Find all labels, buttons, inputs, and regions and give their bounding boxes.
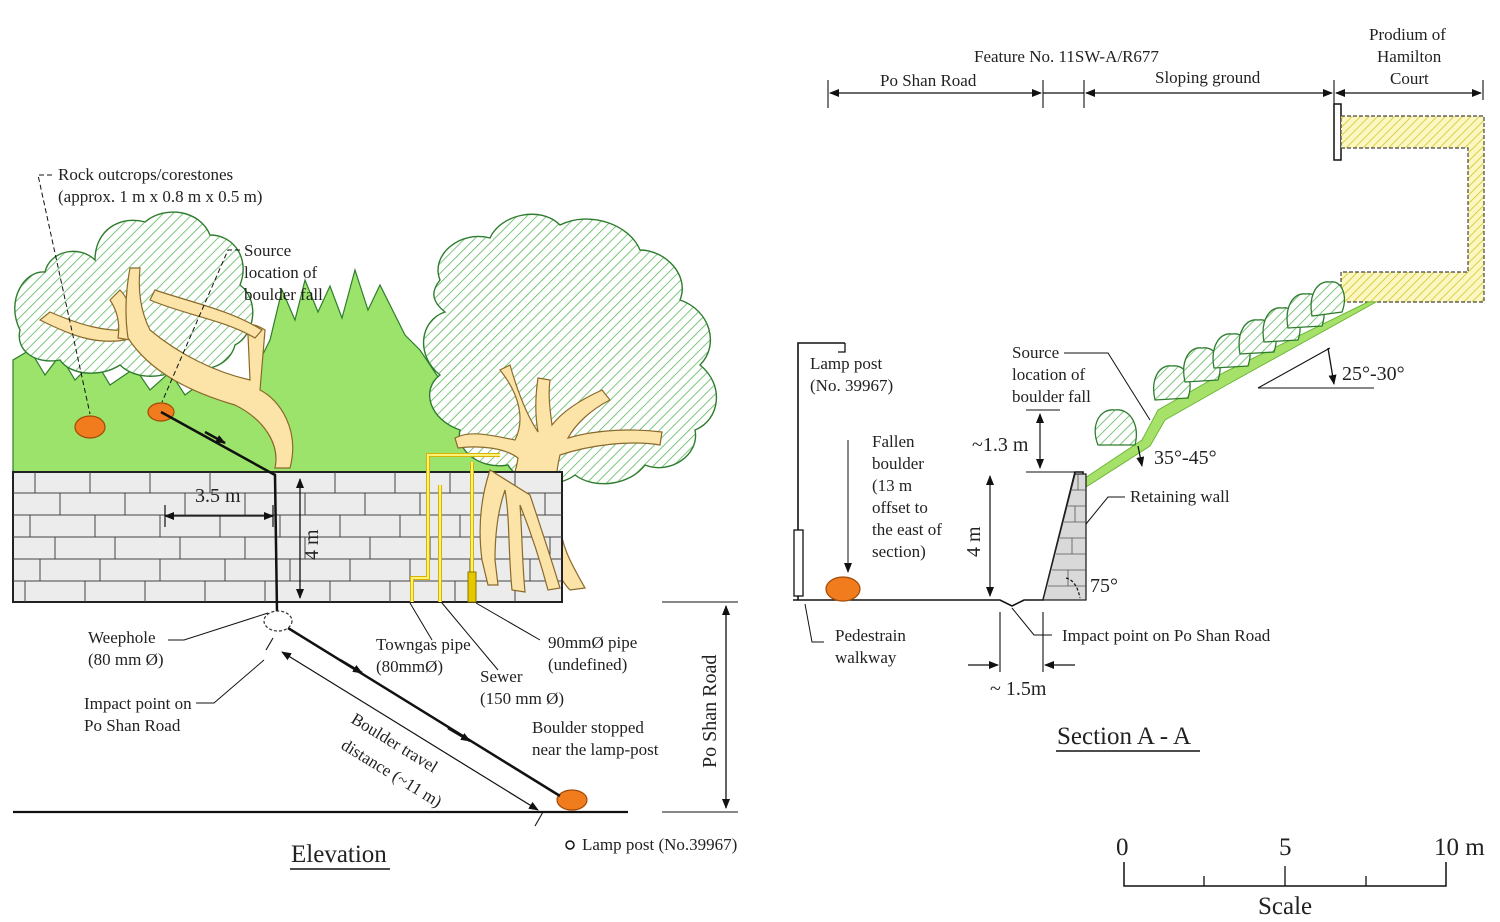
pedestrian-label-1: Pedestrain	[835, 626, 906, 645]
dim-4m-section-label: 4 m	[963, 526, 985, 557]
tree-branches-left	[38, 267, 294, 469]
angle-35-45-label: 35°-45°	[1154, 447, 1217, 469]
wall-section-blocks	[1048, 474, 1086, 587]
podium-label-1: Prodium of	[1369, 25, 1446, 44]
impact-label-2: Po Shan Road	[84, 716, 181, 735]
boulder-stopped-label-1: Boulder stopped	[532, 718, 644, 737]
angle-75-label: 75°	[1090, 575, 1118, 597]
boulder-path-arrow-3	[447, 726, 471, 743]
lamp-post-label-1: Lamp post	[810, 354, 883, 373]
section-source-label-2: location of	[1012, 365, 1086, 384]
feature-no-label: Feature No. 11SW-A/R677	[974, 47, 1159, 66]
angle-75-arc	[1065, 577, 1081, 599]
dim-3-5-label: 3.5 m	[195, 485, 241, 507]
towngas-label-2: (80mmØ)	[376, 657, 443, 676]
scale-bar: 0 5 10 m Scale	[1116, 834, 1485, 920]
pedestrian-label-2: walkway	[835, 648, 897, 667]
fallen-boulder-label-6: section)	[872, 542, 926, 561]
sewer-label-2: (150 mm Ø)	[480, 689, 564, 708]
pipe90-label-2: (undefined)	[548, 655, 627, 674]
dim-1-3-label: ~1.3 m	[972, 434, 1029, 456]
rock-outcrop-label-2: (approx. 1 m x 0.8 m x 0.5 m)	[58, 187, 262, 206]
scale-label: Scale	[1258, 893, 1312, 920]
angle-35-45-arc	[1136, 445, 1145, 467]
sewer-label-1: Sewer	[480, 667, 523, 686]
retaining-wall-section	[1042, 473, 1087, 601]
towngas-label-1: Towngas pipe	[376, 635, 471, 654]
section-impact-label: Impact point on Po Shan Road	[1062, 626, 1271, 645]
elevation-title: Elevation	[291, 841, 387, 868]
leader-lines-section	[804, 352, 1151, 643]
lamp-post-label-2: (No. 39967)	[810, 376, 893, 395]
utility-pipes	[410, 453, 500, 603]
road-label-vertical: Po Shan Road	[699, 655, 721, 768]
rock-outcrop	[74, 415, 106, 439]
leader-lines-elevation	[37, 174, 541, 704]
podium-label-3: Court	[1390, 69, 1429, 88]
ground-profile	[793, 471, 1084, 607]
boulder-path-arrow-2	[339, 658, 363, 675]
stopped-boulder	[556, 789, 588, 811]
elevation-view: 3.5 m 4 m Boulder travel distance (~11 m…	[12, 165, 738, 870]
po-shan-road-top-label: Po Shan Road	[880, 71, 977, 90]
travel-dim-line	[281, 651, 539, 811]
slope-shrubs	[1094, 281, 1345, 446]
angle-25-30-label: 25°-30°	[1342, 363, 1405, 385]
fallen-boulder-label-2: boulder	[872, 454, 924, 473]
pipe90-label-1: 90mmØ pipe	[548, 633, 637, 652]
boulder-path	[160, 410, 279, 613]
dim-1-5-label: ~ 1.5m	[990, 678, 1047, 700]
section-view: Feature No. 11SW-A/R677 Po Shan Road Slo…	[793, 25, 1485, 752]
source-label-3: boulder fall	[244, 285, 323, 304]
tree-roots	[479, 469, 561, 593]
podium-post	[1333, 103, 1342, 161]
sloping-ground-label: Sloping ground	[1155, 68, 1261, 87]
boulder-path-arrow	[204, 430, 226, 445]
lamp-post	[797, 342, 845, 600]
section-title: Section A - A	[1057, 723, 1191, 750]
source-label-2: location of	[244, 263, 318, 282]
podium-label-2: Hamilton	[1377, 47, 1442, 66]
podium-structure	[1340, 115, 1485, 303]
impact-label-1: Impact point on	[84, 694, 192, 713]
lamp-post-legend-icon	[565, 840, 575, 850]
slope-green-strip	[1081, 301, 1378, 488]
section-source-label-3: boulder fall	[1012, 387, 1091, 406]
scale-tick-5: 5	[1279, 834, 1292, 861]
dim-4m-elev-label: 4 m	[301, 529, 323, 560]
weephole-label-2: (80 mm Ø)	[88, 650, 164, 669]
scale-tick-0: 0	[1116, 834, 1129, 861]
fallen-boulder	[825, 576, 861, 602]
lamp-post-legend-label: Lamp post (No.39967)	[582, 835, 737, 854]
section-source-label-1: Source	[1012, 343, 1059, 362]
retaining-wall-label: Retaining wall	[1130, 487, 1230, 506]
tree-canopy-right	[423, 213, 717, 485]
fallen-boulder-label-3: (13 m	[872, 476, 912, 495]
scale-tick-10: 10 m	[1434, 834, 1485, 861]
boulder-stopped-label-2: near the lamp-post	[532, 740, 659, 759]
fallen-boulder-label-1: Fallen	[872, 432, 915, 451]
source-label-1: Source	[244, 241, 291, 260]
weephole-marker	[263, 610, 293, 632]
weephole-label-1: Weephole	[88, 628, 156, 647]
rock-outcrop-label-1: Rock outcrops/corestones	[58, 165, 233, 184]
fallen-boulder-label-5: the east of	[872, 520, 942, 539]
fallen-boulder-label-4: offset to	[872, 498, 928, 517]
angle-25-30-arc	[1327, 347, 1337, 385]
